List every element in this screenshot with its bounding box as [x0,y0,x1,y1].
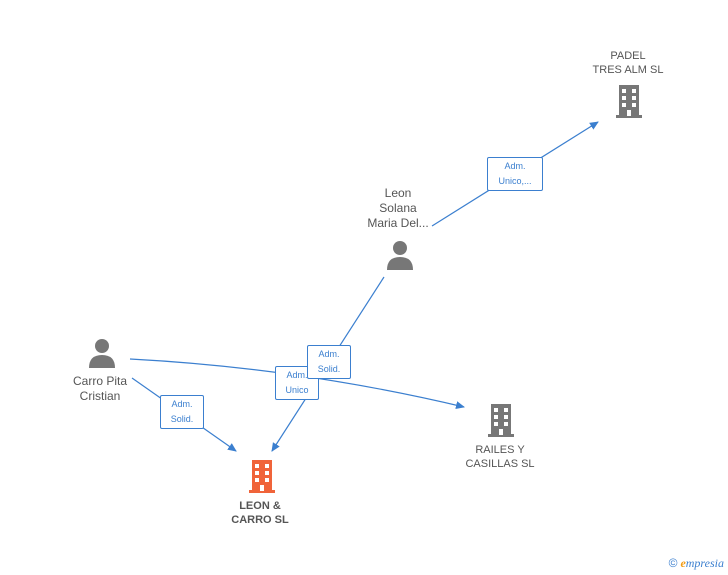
node-label-line: PADEL [610,50,646,62]
node-label-line: Carro Pita [72,374,128,388]
edge-label-line: Adm. [171,399,193,409]
edge-label-carro-to-leon-carro[interactable]: Adm. Solid. [160,395,204,429]
building-icon[interactable] [614,84,644,118]
node-label-railes: RAILES Y CASILLAS SL [465,443,534,471]
edge-label-leon-to-leon-carro[interactable]: Adm. Solid. [307,345,351,379]
node-label-leon-solana: Leon Solana Maria Del... [367,186,428,231]
edge-label-leon-to-padel[interactable]: Adm. Unico,... [487,157,543,191]
node-label-line: CASILLAS SL [465,458,535,470]
node-label-padel: PADEL TRES ALM SL [593,49,664,77]
brand-logo-text: mpresia [685,556,724,570]
brand-footer[interactable]: ©empresia [669,556,724,571]
edge-label-line: Adm. [318,349,340,359]
node-label-line: CARRO SL [231,514,289,526]
building-icon-highlight[interactable] [247,459,277,493]
edge-label-line: Solid. [317,364,341,374]
node-label-leon-carro: LEON & CARRO SL [231,499,288,527]
person-icon[interactable] [88,338,116,368]
edge-label-line: Adm. [504,161,526,171]
edge-label-line: Adm. [286,370,308,380]
building-icon[interactable] [486,403,516,437]
node-label-line: Cristian [79,389,121,403]
node-label-line: Maria Del... [367,216,429,230]
node-label-line: Leon [384,186,412,200]
node-label-carro-pita: Carro Pita Cristian [73,374,127,404]
node-label-line: RAILES Y [475,444,525,456]
edge-label-line: Unico,... [498,176,532,186]
node-label-line: LEON & [239,500,281,512]
person-icon[interactable] [386,240,414,270]
copyright-symbol: © [668,556,678,570]
edge-label-line: Unico [285,385,309,395]
edge-label-line: Solid. [170,414,194,424]
node-label-line: Solana [379,201,417,215]
brand-logo-initial: e [680,556,686,570]
node-label-line: TRES ALM SL [592,64,664,76]
